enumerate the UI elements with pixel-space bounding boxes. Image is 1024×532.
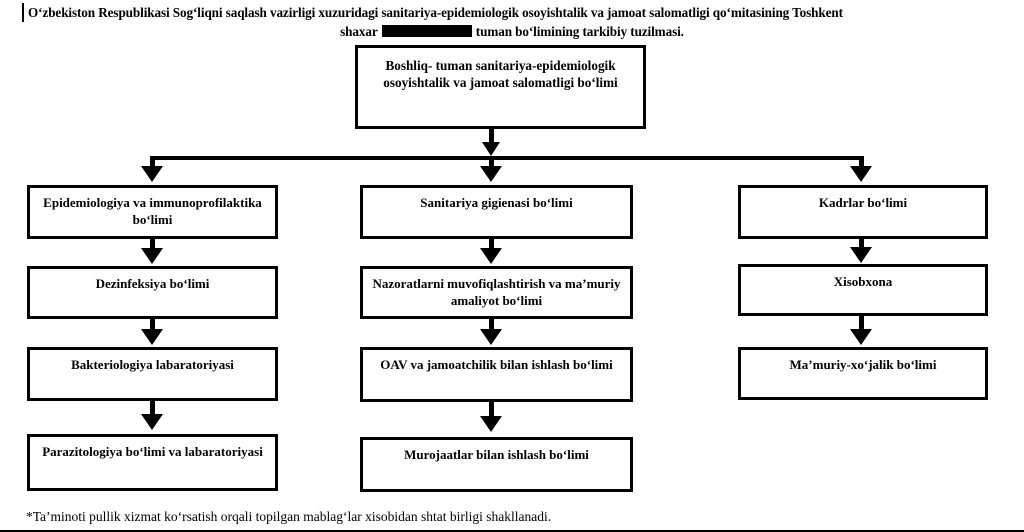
node-left-3[interactable]: Bakteriologiya labaratoriyasi xyxy=(27,347,278,401)
arrow-mid-3-4-icon xyxy=(480,416,502,432)
document-title: O‘zbekiston Respublikasi Sog‘liqni saqla… xyxy=(22,3,1002,41)
node-left-1[interactable]: Epidemiologiya va immunoprofilaktika bo‘… xyxy=(27,185,278,239)
node-mid-3[interactable]: OAV va jamoatchilik bilan ishlash bo‘lim… xyxy=(360,347,633,402)
node-root[interactable]: Boshliq- tuman sanitariya-epidemiologik … xyxy=(355,45,646,129)
redaction-block xyxy=(381,25,472,37)
connector-left-2-3 xyxy=(150,319,155,332)
node-right-2[interactable]: Xisobxona xyxy=(738,264,988,316)
node-right-1[interactable]: Kadrlar bo‘limi xyxy=(738,185,988,239)
connector-bar-to-right xyxy=(859,156,864,169)
title-line-2-suffix: tuman bo‘limining tarkibiy tuzilmasi. xyxy=(475,24,684,39)
connector-bar-to-middle xyxy=(489,156,494,169)
node-right-3[interactable]: Ma’muriy-xo‘jalik bo‘limi xyxy=(738,347,988,400)
arrow-bar-to-left-icon xyxy=(141,166,163,182)
connector-left-3-4 xyxy=(150,401,155,417)
arrow-mid-1-2-icon xyxy=(480,248,502,264)
connector-right-1-2 xyxy=(859,239,864,251)
node-root-label: Boshliq- tuman sanitariya-epidemiologik … xyxy=(383,58,618,90)
node-left-1-label: Epidemiologiya va immunoprofilaktika bo‘… xyxy=(43,195,262,227)
node-mid-3-label: OAV va jamoatchilik bilan ishlash bo‘lim… xyxy=(380,357,613,372)
connector-mid-1-2 xyxy=(489,239,494,252)
bottom-divider xyxy=(0,530,1024,532)
connector-root-stem xyxy=(489,129,494,151)
arrow-bar-to-right-icon xyxy=(850,166,872,182)
node-mid-2[interactable]: Nazoratlarni muvofiqlashtirish va ma’mur… xyxy=(360,266,633,319)
title-line-1: O‘zbekiston Respublikasi Sog‘liqni saqla… xyxy=(22,3,1002,22)
node-mid-1[interactable]: Sanitariya gigienasi bo‘limi xyxy=(360,185,633,239)
footnote-text: *Ta’minoti pullik xizmat ko‘rsatish orqa… xyxy=(26,509,552,524)
node-right-3-label: Ma’muriy-xo‘jalik bo‘limi xyxy=(789,357,937,372)
node-left-2-label: Dezinfeksiya bo‘limi xyxy=(95,276,210,291)
node-mid-4-label: Murojaatlar bilan ishlash bo‘limi xyxy=(404,447,589,462)
node-mid-1-label: Sanitariya gigienasi bo‘limi xyxy=(420,195,573,210)
node-left-3-label: Bakteriologiya labaratoriyasi xyxy=(71,357,234,372)
node-left-2[interactable]: Dezinfeksiya bo‘limi xyxy=(27,266,278,319)
title-line-2: shaxar tuman bo‘limining tarkibiy tuzilm… xyxy=(22,22,1002,41)
node-left-4-label: Parazitologiya bo‘limi va labaratoriyasi xyxy=(42,444,263,459)
arrow-bar-to-middle-icon xyxy=(480,166,502,182)
connector-left-1-2 xyxy=(150,239,155,252)
connector-mid-2-3 xyxy=(489,319,494,332)
connector-mid-3-4 xyxy=(489,402,494,418)
connector-right-2-3 xyxy=(859,316,864,331)
arrow-root-to-bar-icon xyxy=(482,142,500,156)
title-line-2-prefix: shaxar xyxy=(340,24,378,39)
node-mid-4[interactable]: Murojaatlar bilan ishlash bo‘limi xyxy=(360,437,633,492)
arrow-mid-2-3-icon xyxy=(480,329,502,345)
connector-bar-to-left xyxy=(150,156,155,169)
arrow-right-1-2-icon xyxy=(850,247,872,263)
arrow-left-1-2-icon xyxy=(141,248,163,264)
arrow-right-2-3-icon xyxy=(850,329,872,345)
arrow-left-3-4-icon xyxy=(141,414,163,430)
node-left-4[interactable]: Parazitologiya bo‘limi va labaratoriyasi xyxy=(27,434,278,491)
node-mid-2-label: Nazoratlarni muvofiqlashtirish va ma’mur… xyxy=(372,276,621,308)
arrow-left-2-3-icon xyxy=(141,329,163,345)
connector-distribution-bar xyxy=(152,156,864,160)
node-right-1-label: Kadrlar bo‘limi xyxy=(818,195,908,210)
node-right-2-label: Xisobxona xyxy=(833,274,893,289)
